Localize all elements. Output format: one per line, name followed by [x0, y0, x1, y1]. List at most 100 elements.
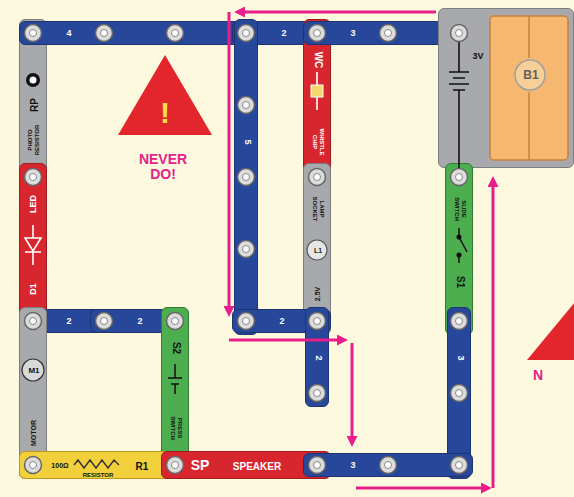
wire: 5 — [234, 19, 258, 335]
speaker-label: SP — [191, 458, 210, 473]
motor-label: M1 — [28, 367, 39, 376]
wire-label: 2 — [66, 317, 71, 327]
snap — [25, 169, 42, 186]
speaker-label: SPEAKER — [233, 461, 281, 472]
flow-arrow — [228, 12, 231, 313]
flow-arrow — [351, 343, 354, 443]
snap — [167, 25, 184, 42]
motor-label: MOTOR — [30, 420, 38, 446]
snap — [238, 313, 255, 330]
snap — [380, 25, 397, 42]
snap — [309, 313, 326, 330]
slide-switch-label: SLIDE SWITCH — [453, 193, 466, 225]
wire: 4 — [19, 21, 260, 45]
wire: 2 — [305, 307, 329, 407]
snap — [238, 169, 255, 186]
wire-label: 5 — [242, 139, 252, 144]
snap — [167, 457, 184, 474]
photo-resistor-icon — [26, 73, 40, 87]
slide-switch-symbol — [457, 228, 467, 263]
snap — [25, 25, 42, 42]
photo-cell — [26, 73, 40, 87]
flow-arrow — [356, 487, 488, 490]
battery-holder-label: B1 — [523, 69, 538, 82]
snap — [167, 313, 184, 330]
snap — [380, 457, 397, 474]
warning-shape — [118, 55, 212, 135]
photo-resistor-label: PHOTO RESISTOR — [27, 120, 40, 160]
wire-label: 4 — [66, 29, 71, 39]
lamp-socket-label: L1 — [314, 247, 322, 255]
lamp-socket-label: 2.5V — [314, 287, 322, 301]
battery-holder — [449, 16, 568, 168]
crystal-square — [311, 85, 323, 97]
flow-arrow — [229, 339, 344, 342]
snap-studs — [25, 25, 468, 474]
snap — [309, 385, 326, 402]
led-diode-glyph — [25, 225, 41, 265]
warning-triangle-label: NEVER DO! — [131, 152, 195, 183]
snap — [451, 385, 468, 402]
wire-label: 3 — [350, 461, 355, 471]
motor-icon — [22, 359, 44, 381]
snap — [451, 169, 468, 186]
whistle-chip-label: WC — [313, 52, 324, 69]
slide-switch-label: S1 — [455, 276, 466, 288]
wire-label: 2 — [313, 355, 323, 360]
wire-label: 2 — [281, 29, 286, 39]
cell-divider — [528, 16, 530, 160]
snap — [309, 25, 326, 42]
snap — [309, 457, 326, 474]
warning-triangle: N — [527, 296, 574, 391]
snap — [25, 457, 42, 474]
wire-label: 3 — [350, 29, 355, 39]
battery-holder-label: 3V — [472, 52, 483, 62]
resistor-label: 100Ω — [51, 462, 68, 470]
resistor-label: RESISTOR — [83, 472, 114, 479]
snap — [238, 25, 255, 42]
snap — [451, 457, 468, 474]
warning-triangle-label: N — [533, 368, 543, 383]
photo-cell-window — [30, 77, 37, 84]
battery-cells — [490, 16, 568, 160]
snap — [238, 97, 255, 114]
wire: 3 — [303, 453, 473, 477]
snap — [96, 25, 113, 42]
switch-contacts — [459, 228, 467, 263]
snap — [451, 25, 468, 42]
wire-label: 3 — [455, 355, 465, 360]
whistle-chip-symbol — [311, 72, 323, 110]
resistor-zigzag — [74, 460, 119, 468]
battery-badge — [515, 60, 545, 90]
press-contacts — [168, 364, 182, 394]
flow-arrow — [238, 11, 436, 14]
current-path-arrows — [229, 12, 493, 488]
led-label: D1 — [29, 283, 39, 295]
chip-leads — [316, 72, 318, 110]
press-switch-symbol — [168, 364, 182, 394]
lamp-socket-label: LAMP SOCKET — [311, 192, 324, 226]
photo-resistor-label: RP — [29, 98, 40, 112]
wire-label: 2 — [279, 317, 284, 327]
snap — [96, 313, 113, 330]
led-symbol — [25, 225, 41, 265]
press-switch-label: PRESS SWITCH — [169, 410, 182, 446]
led-label: LED — [29, 195, 39, 213]
warning-triangle-label: ! — [160, 96, 170, 129]
press-switch-label: S2 — [171, 342, 182, 354]
lamp-bulb — [307, 240, 327, 260]
resistor-label: R1 — [136, 461, 149, 472]
battery-holder: 3V B1 — [438, 8, 574, 168]
wire-label: 2 — [137, 317, 142, 327]
snap — [25, 313, 42, 330]
warning-triangle: ! NEVER DO! — [110, 50, 220, 190]
snap — [238, 241, 255, 258]
warning-shape — [527, 296, 574, 360]
snap — [451, 313, 468, 330]
snap — [309, 169, 326, 186]
flow-arrow — [492, 180, 495, 488]
whistle-chip-label: WHISTLE CHIP — [311, 124, 324, 160]
switch-pivot — [457, 235, 461, 239]
switch-contact — [457, 253, 461, 257]
